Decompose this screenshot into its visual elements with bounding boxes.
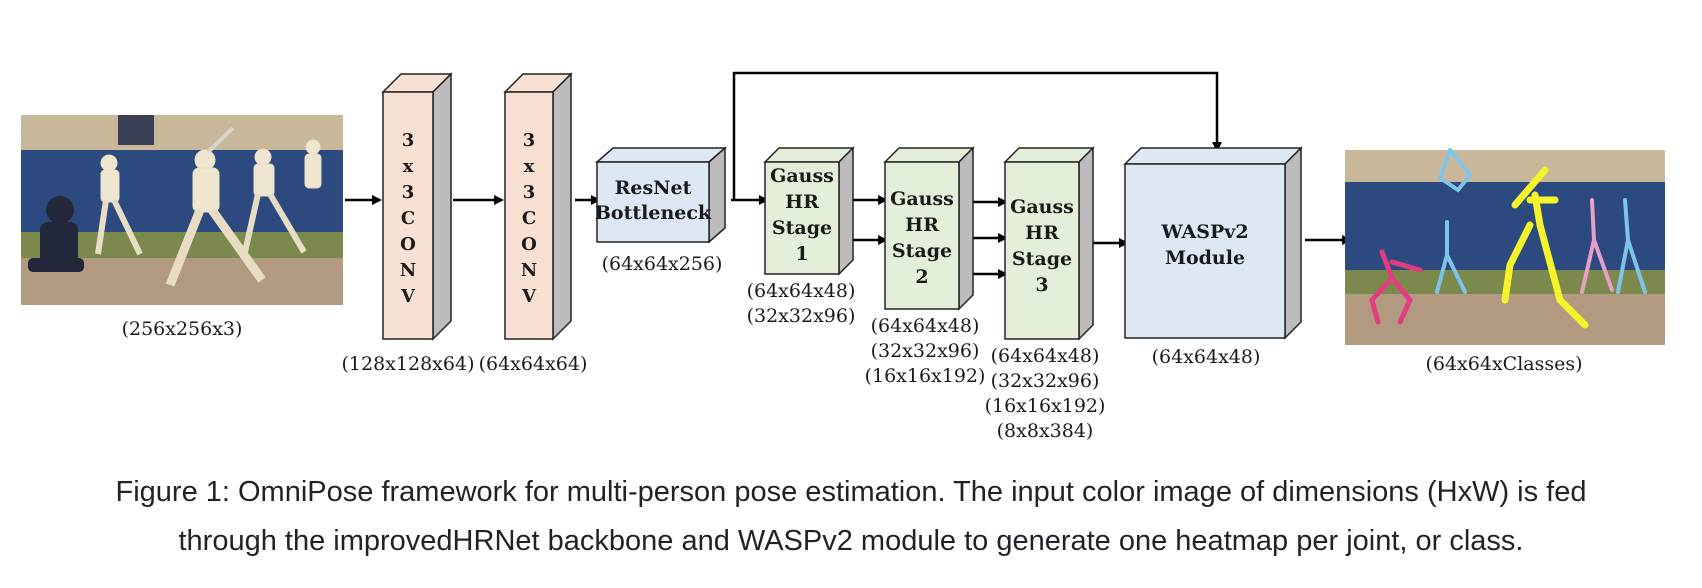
stage2-label: Stage <box>892 240 952 262</box>
conv2-char: x <box>524 156 535 177</box>
conv2-char: 3 <box>523 130 536 151</box>
wasp-label: WASPv2 <box>1160 221 1248 243</box>
stage1-dims: (64x64x48) <box>747 280 856 302</box>
conv1-char: x <box>403 156 414 177</box>
conv2-char: 3 <box>523 182 536 203</box>
conv-block-1: 3 x 3 C O N V <box>381 72 453 341</box>
conv2-char: O <box>521 234 537 255</box>
conv2-dims: (64x64x64) <box>479 353 588 375</box>
figure-caption: Figure 1: OmniPose framework for multi-p… <box>0 468 1702 566</box>
stage1-label: 1 <box>795 243 808 265</box>
conv1-char: 3 <box>402 130 415 151</box>
wasp-label: Module <box>1165 247 1245 269</box>
input-image <box>21 115 343 305</box>
conv2-char: V <box>521 286 537 307</box>
output-pose-image <box>1345 148 1665 345</box>
stage1-label: HR <box>785 191 819 213</box>
stage3-dims: (16x16x192) <box>985 395 1106 417</box>
conv-block-2: 3 x 3 C O N V <box>503 72 573 341</box>
stage3-dims: (32x32x96) <box>991 370 1100 392</box>
conv1-char: V <box>400 286 416 307</box>
stage1-label: Gauss <box>770 165 834 187</box>
output-dims: (64x64xClasses) <box>1425 353 1582 375</box>
stage2-dims: (64x64x48) <box>871 315 980 337</box>
stage2-dims: (16x16x192) <box>865 365 986 387</box>
stage2-label: Gauss <box>890 188 954 210</box>
conv1-char: N <box>400 260 416 281</box>
input-dims: (256x256x3) <box>122 318 243 340</box>
stage2-label: 2 <box>915 266 928 288</box>
stage3-label: HR <box>1025 222 1059 244</box>
conv2-char: N <box>521 260 537 281</box>
resnet-bottleneck-block: ResNet Bottleneck <box>595 146 727 244</box>
conv1-char: 3 <box>402 182 415 203</box>
wasp-dims: (64x64x48) <box>1152 346 1261 368</box>
flow-arrows <box>345 71 1352 279</box>
stage2-label: HR <box>905 214 939 236</box>
conv1-dims: (128x128x64) <box>342 353 475 375</box>
resnet-dims: (64x64x256) <box>602 253 723 275</box>
stage1-dims: (32x32x96) <box>747 305 856 327</box>
stage2-dims: (32x32x96) <box>871 340 980 362</box>
waspv2-module-block: WASPv2 Module <box>1123 146 1303 340</box>
caption-line-2: through the improvedHRNet backbone and W… <box>178 525 1524 557</box>
stage3-dims: (64x64x48) <box>991 345 1100 367</box>
stage3-label: 3 <box>1035 274 1048 296</box>
stage1-label: Stage <box>772 217 832 239</box>
conv1-char: C <box>401 208 415 229</box>
resnet-label: ResNet <box>615 177 692 199</box>
caption-line-1: Figure 1: OmniPose framework for multi-p… <box>115 476 1587 508</box>
stage3-dims: (8x8x384) <box>997 420 1094 442</box>
resnet-label: Bottleneck <box>595 202 712 224</box>
stage3-label: Stage <box>1012 248 1072 270</box>
gauss-hr-stage-2: Gauss HR Stage 2 <box>883 146 975 311</box>
stage3-label: Gauss <box>1010 196 1074 218</box>
conv1-char: O <box>400 234 416 255</box>
gauss-hr-stage-3: Gauss HR Stage 3 <box>1003 146 1095 341</box>
conv2-char: C <box>522 208 536 229</box>
gauss-hr-stage-1: Gauss HR Stage 1 <box>763 146 855 276</box>
